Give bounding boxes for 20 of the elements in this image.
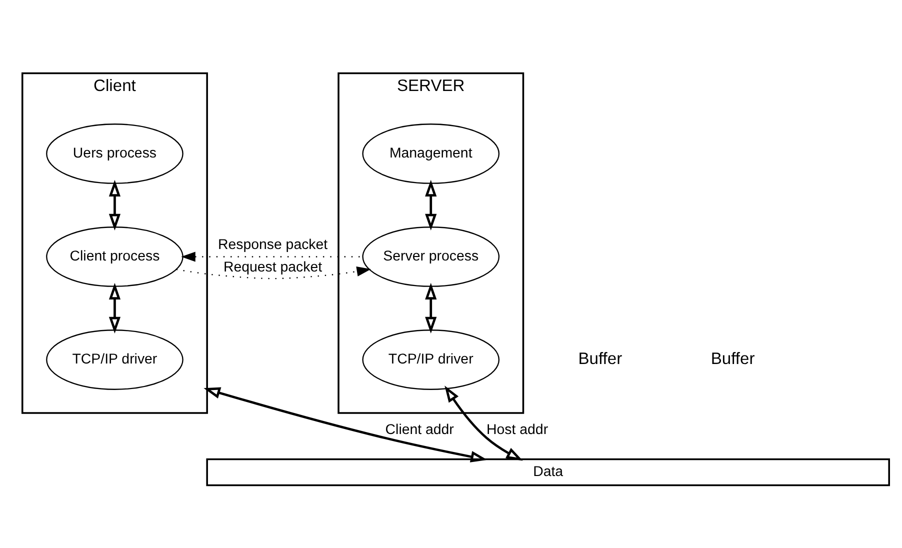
node-ellipse: Server process: [362, 226, 500, 286]
arrow: [176, 266, 372, 279]
arrow: [444, 385, 523, 460]
edge-label: Host addr: [486, 421, 548, 438]
arrow: [108, 282, 121, 334]
node-ellipse: TCP/IP driver: [362, 329, 500, 390]
edge-label: Response packet: [218, 236, 328, 253]
node-ellipse: Management: [362, 123, 500, 184]
arrow: [204, 386, 488, 462]
edge-label: Request packet: [224, 259, 322, 276]
node-ellipse: Uers process: [46, 123, 184, 184]
label: Buffer: [578, 348, 622, 368]
node-ellipse: TCP/IP driver: [46, 329, 184, 390]
arrow: [425, 282, 437, 334]
label: Buffer: [710, 348, 755, 368]
node-ellipse: Client process: [46, 226, 184, 286]
edge-label: Client addr: [385, 421, 454, 438]
node-box: Data: [206, 458, 890, 486]
arrow: [108, 179, 121, 230]
arrow: [425, 179, 437, 230]
